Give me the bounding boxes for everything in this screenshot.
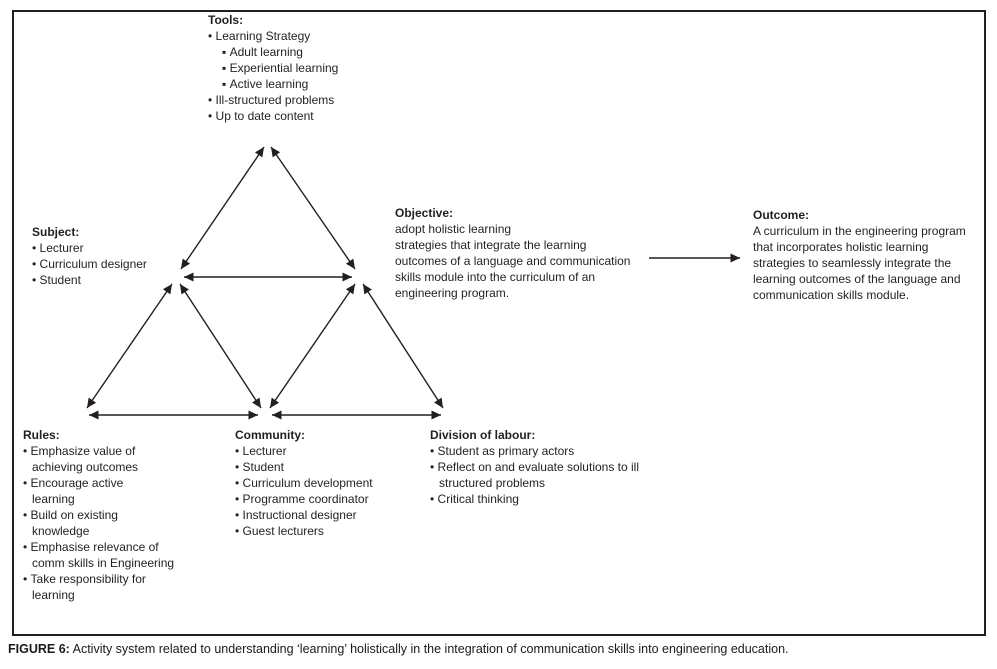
list-item: Adult learning <box>222 44 398 60</box>
tools-list: Learning Strategy Adult learning Experie… <box>208 28 398 124</box>
list-item: Experiential learning <box>222 60 398 76</box>
list-item: Instructional designer <box>235 507 410 523</box>
list-item: Take responsibility for learning <box>23 571 208 603</box>
list-item: Curriculum designer <box>32 256 182 272</box>
list-item: Lecturer <box>32 240 182 256</box>
subject-block: Subject: Lecturer Curriculum designer St… <box>32 224 182 288</box>
list-item: Curriculum development <box>235 475 410 491</box>
objective-block: Objective: adopt holistic learning strat… <box>395 205 655 301</box>
figure-caption-text: Activity system related to understanding… <box>72 642 789 656</box>
list-item: Critical thinking <box>430 491 665 507</box>
rules-list: Emphasize value of achieving outcomes En… <box>23 443 208 603</box>
outcome-block: Outcome: A curriculum in the engineering… <box>753 207 993 303</box>
list-item: Emphasise relevance of comm skills in En… <box>23 539 208 571</box>
edge-objective-community <box>269 283 356 409</box>
list-item: Student <box>32 272 182 288</box>
outcome-title: Outcome: <box>753 208 810 222</box>
edge-tools-objective <box>270 146 356 270</box>
community-title: Community: <box>235 428 305 442</box>
division-of-labour-block: Division of labour: Student as primary a… <box>430 427 665 507</box>
edge-tools-subject <box>180 146 265 270</box>
list-item: Build on existing knowledge <box>23 507 208 539</box>
figure-caption: FIGURE 6: Activity system related to und… <box>8 641 993 657</box>
list-item: Student as primary actors <box>430 443 665 459</box>
community-list: Lecturer Student Curriculum development … <box>235 443 410 539</box>
division-of-labour-title: Division of labour: <box>430 428 536 442</box>
objective-title: Objective: <box>395 206 454 220</box>
edge-subject-rules <box>86 283 173 409</box>
division-of-labour-list: Student as primary actors Reflect on and… <box>430 443 665 507</box>
edge-subject-community <box>179 283 262 409</box>
rules-title: Rules: <box>23 428 60 442</box>
list-item: Programme coordinator <box>235 491 410 507</box>
edge-objective-division <box>362 283 444 409</box>
rules-block: Rules: Emphasize value of achieving outc… <box>23 427 208 603</box>
list-item: Up to date content <box>208 108 398 124</box>
list-item: Guest lecturers <box>235 523 410 539</box>
tools-block: Tools: Learning Strategy Adult learning … <box>208 12 398 124</box>
list-item: Emphasize value of achieving outcomes <box>23 443 208 475</box>
figure-caption-label: FIGURE 6: <box>8 642 70 656</box>
tools-title: Tools: <box>208 13 244 27</box>
list-item: Lecturer <box>235 443 410 459</box>
list-item: Active learning <box>222 76 398 92</box>
outcome-text: A curriculum in the engineering program … <box>753 224 966 302</box>
subject-list: Lecturer Curriculum designer Student <box>32 240 182 288</box>
list-item: Reflect on and evaluate solutions to ill… <box>430 459 665 491</box>
list-item: Ill-structured problems <box>208 92 398 108</box>
list-item: Learning Strategy <box>208 28 398 44</box>
subject-title: Subject: <box>32 225 80 239</box>
community-block: Community: Lecturer Student Curriculum d… <box>235 427 410 539</box>
list-item: Encourage active learning <box>23 475 208 507</box>
objective-text: adopt holistic learning strategies that … <box>395 222 631 300</box>
list-item: Student <box>235 459 410 475</box>
